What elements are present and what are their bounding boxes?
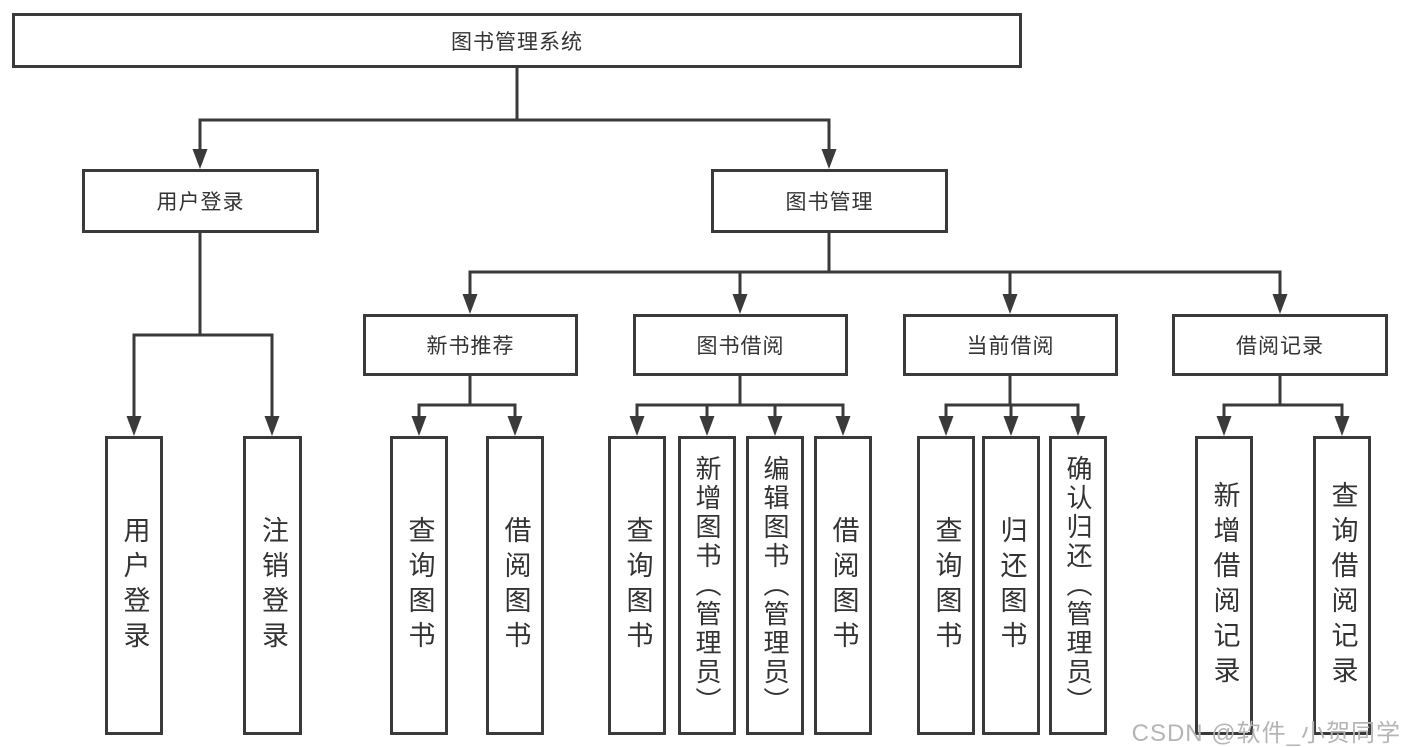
- node-label: 新增借阅记录: [1209, 480, 1240, 691]
- node-query-books-recommend: 查询图书: [390, 436, 448, 735]
- node-borrow-books-leaf: 借阅图书: [814, 436, 872, 735]
- node-label: 新增图书（管理员）: [692, 455, 722, 716]
- node-label: 图书借阅: [696, 335, 785, 358]
- node-label: 用户登录: [119, 515, 150, 656]
- node-borrow-books-recommend: 借阅图书: [486, 436, 544, 735]
- node-query-books-borrow: 查询图书: [608, 436, 666, 735]
- node-query-books-current: 查询图书: [917, 436, 975, 735]
- node-label: 图书管理: [785, 191, 874, 214]
- node-label: 新书推荐: [426, 335, 515, 358]
- node-label: 借阅图书: [500, 515, 531, 656]
- node-label: 用户登录: [156, 191, 245, 214]
- node-borrowing-records: 借阅记录: [1172, 314, 1388, 376]
- node-label: 借阅图书: [828, 515, 859, 656]
- arrowhead-icons: [126, 149, 1350, 436]
- node-label: 图书管理系统: [451, 30, 583, 54]
- node-edit-book-admin: 编辑图书（管理员）: [746, 436, 804, 735]
- node-label: 确认归还（管理员）: [1063, 455, 1093, 716]
- node-library-management-system: 图书管理系统: [12, 13, 1022, 68]
- node-current-borrowing: 当前借阅: [903, 314, 1118, 376]
- node-add-borrow-record: 新增借阅记录: [1195, 436, 1253, 735]
- node-return-books: 归还图书: [982, 436, 1040, 735]
- node-label: 归还图书: [996, 515, 1027, 656]
- node-label: 查询图书: [931, 515, 962, 656]
- connector-lines: [132, 66, 1344, 420]
- node-label: 查询图书: [404, 515, 435, 656]
- node-book-management: 图书管理: [711, 169, 948, 233]
- node-confirm-return-admin: 确认归还（管理员）: [1049, 436, 1107, 735]
- node-label: 注销登录: [258, 515, 288, 656]
- node-label: 借阅记录: [1236, 335, 1324, 358]
- node-new-book-recommendation: 新书推荐: [363, 314, 578, 376]
- node-label: 当前借阅: [966, 335, 1055, 358]
- watermark: CSDN @软件_小贺同学: [1131, 720, 1401, 747]
- node-query-borrow-record: 查询借阅记录: [1313, 436, 1371, 735]
- node-label: 查询图书: [622, 515, 653, 656]
- node-add-book-admin: 新增图书（管理员）: [678, 436, 736, 735]
- node-label: 编辑图书（管理员）: [760, 455, 790, 716]
- node-label: 查询借阅记录: [1327, 480, 1358, 691]
- node-user-login: 用户登录: [82, 169, 319, 233]
- node-login: 用户登录: [105, 436, 163, 735]
- node-book-borrowing: 图书借阅: [633, 314, 848, 376]
- node-logout: 注销登录: [243, 436, 302, 735]
